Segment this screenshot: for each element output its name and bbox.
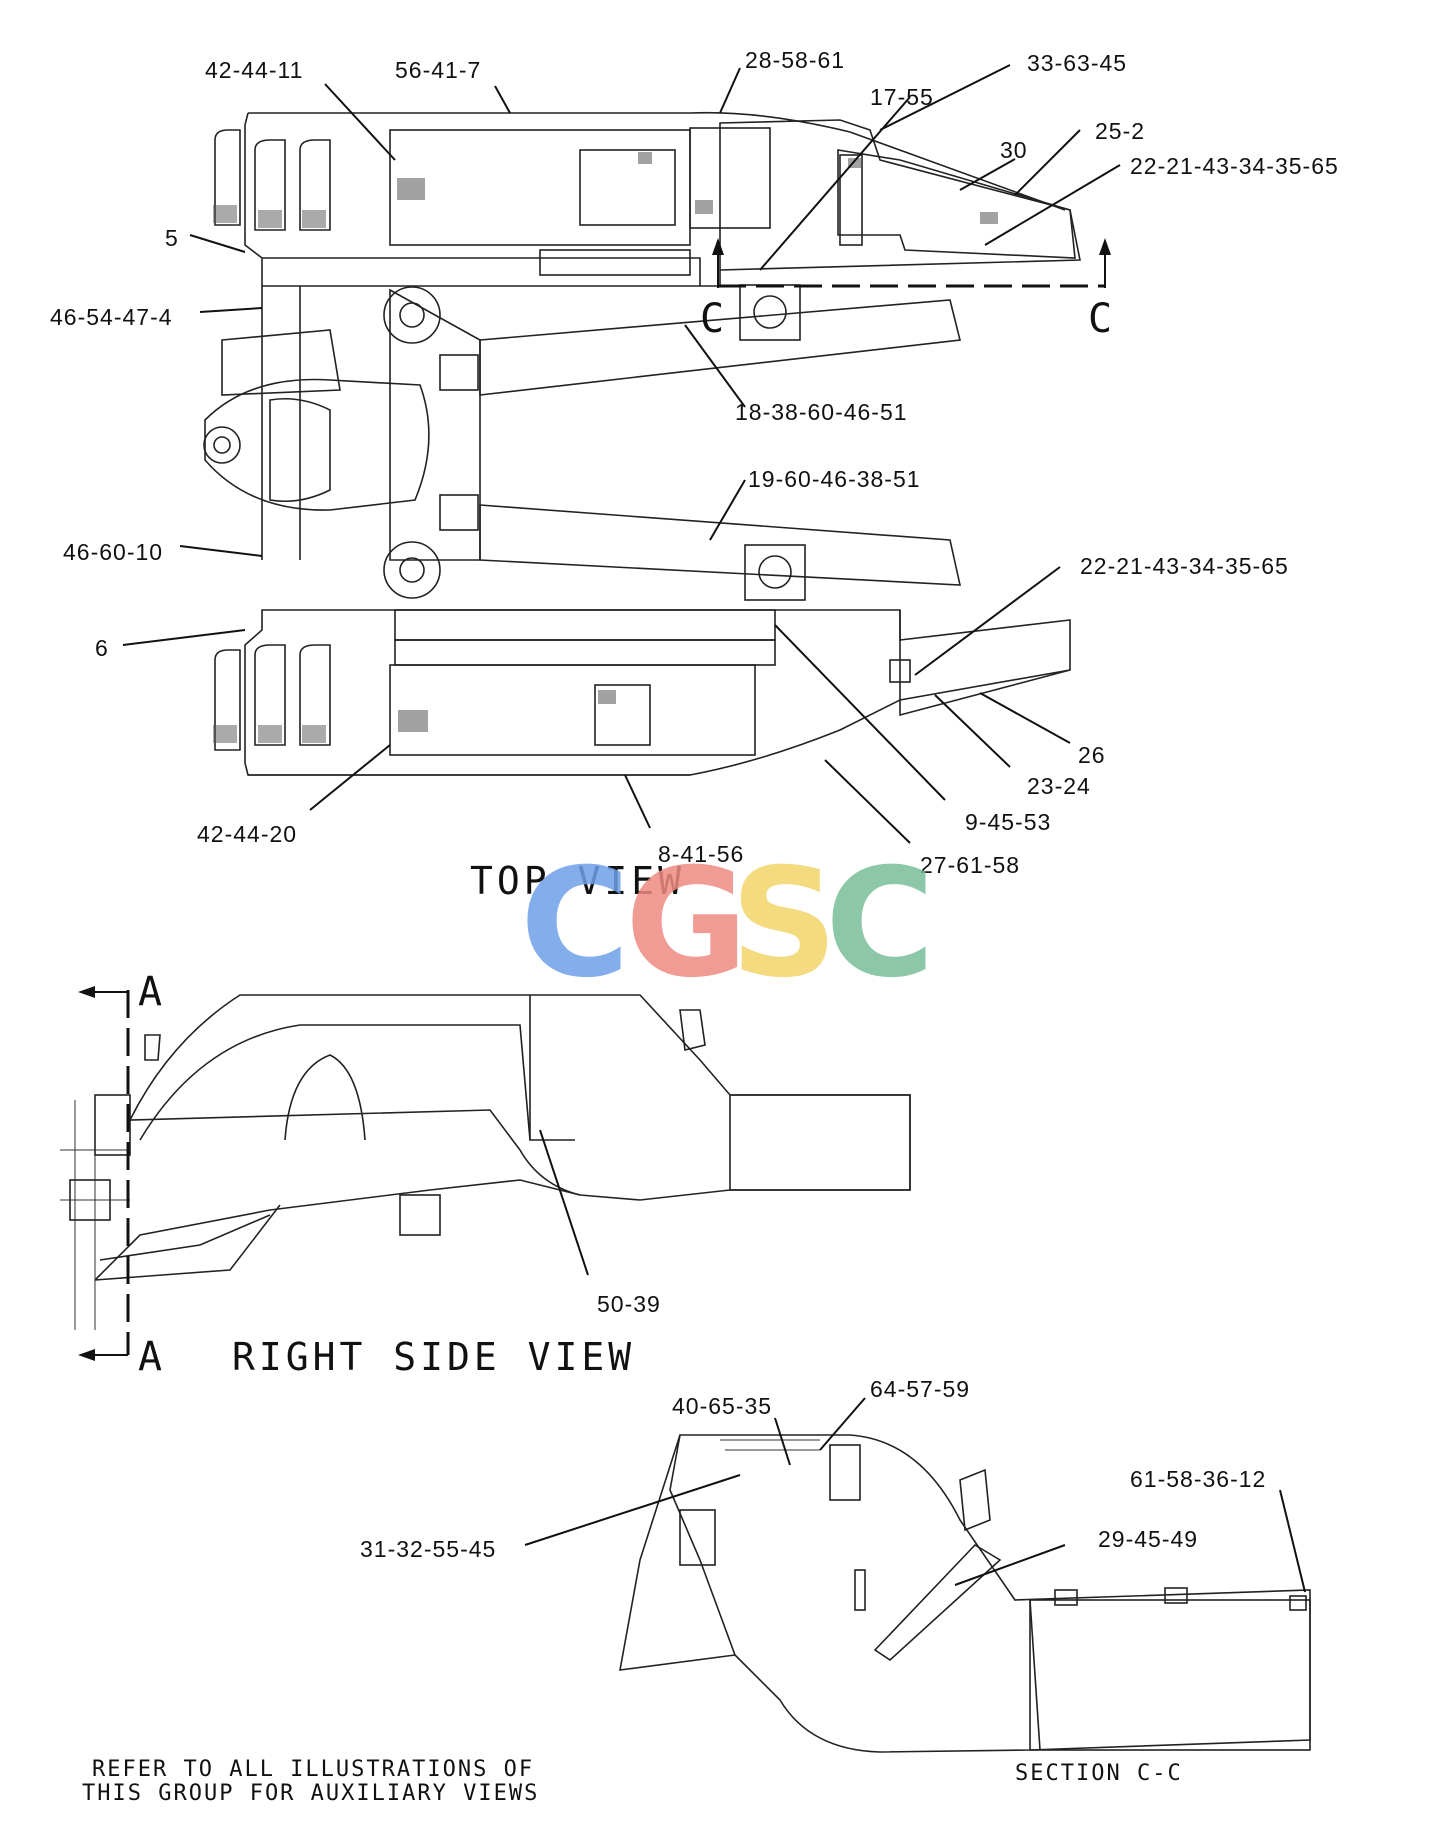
callout-22-21-43-34-35-65-top: 22-21-43-34-35-65 <box>1130 153 1339 179</box>
callout-33-63-45: 33-63-45 <box>1027 50 1127 76</box>
svg-text:G: G <box>625 837 748 1011</box>
callout-64-57-59: 64-57-59 <box>870 1376 970 1402</box>
callout-42-44-11: 42-44-11 <box>205 57 303 83</box>
callout-5: 5 <box>165 225 179 251</box>
callout-28-58-61: 28-58-61 <box>745 47 845 73</box>
callout-46-60-10: 46-60-10 <box>63 539 163 565</box>
callout-31-32-55-45: 31-32-55-45 <box>360 1536 496 1562</box>
section-c-c-view: SECTION C-C <box>619 1434 1311 1786</box>
callout-27-61-58: 27-61-58 <box>920 852 1020 878</box>
callout-19-60-46-38-51: 19-60-46-38-51 <box>748 466 921 492</box>
svg-text:C: C <box>825 837 935 1011</box>
callout-30: 30 <box>1000 137 1028 163</box>
right-side-view: A A RIGHT SIDE VIEW <box>60 969 911 1380</box>
callout-18-38-60-46-51: 18-38-60-46-51 <box>735 399 908 425</box>
callout-42-44-20: 42-44-20 <box>197 821 297 847</box>
callout-46-54-47-4: 46-54-47-4 <box>50 304 173 330</box>
callout-8-41-56: 8-41-56 <box>658 841 744 867</box>
callout-40-65-35: 40-65-35 <box>672 1393 772 1419</box>
section-c-marker-left: C <box>700 296 724 342</box>
top-view: C C TOP VIEW <box>203 111 1112 903</box>
callout-56-41-7: 56-41-7 <box>395 57 481 83</box>
section-c-marker-right: C <box>1088 296 1112 342</box>
section-a-marker-bottom: A <box>138 1334 162 1380</box>
section-c-c-title: SECTION C-C <box>1015 1761 1183 1786</box>
callout-22-21-43-34-35-65-bottom: 22-21-43-34-35-65 <box>1080 553 1289 579</box>
callout-26: 26 <box>1078 742 1106 768</box>
right-side-view-title: RIGHT SIDE VIEW <box>232 1335 635 1379</box>
callout-23-24: 23-24 <box>1027 773 1091 799</box>
callout-61-58-36-12: 61-58-36-12 <box>1130 1466 1266 1492</box>
leader-lines <box>122 64 1306 1593</box>
section-a-marker-top: A <box>138 969 162 1015</box>
callout-6: 6 <box>95 635 109 661</box>
callout-9-45-53: 9-45-53 <box>965 809 1051 835</box>
svg-text:C: C <box>520 837 630 1011</box>
svg-text:S: S <box>730 837 838 1011</box>
top-view-title: TOP VIEW <box>470 859 685 903</box>
callout-29-45-49: 29-45-49 <box>1098 1526 1198 1552</box>
note-line-2: THIS GROUP FOR AUXILIARY VIEWS <box>82 1781 539 1806</box>
note-line-1: REFER TO ALL ILLUSTRATIONS OF <box>92 1757 534 1782</box>
callout-50-39: 50-39 <box>597 1291 661 1317</box>
callout-17-55: 17-55 <box>870 84 934 110</box>
cgsc-watermark-logo: C G S C <box>520 837 935 1011</box>
callout-25-2: 25-2 <box>1095 118 1145 144</box>
callout-labels: 42-44-11 56-41-7 28-58-61 33-63-45 17-55… <box>50 47 1339 1562</box>
